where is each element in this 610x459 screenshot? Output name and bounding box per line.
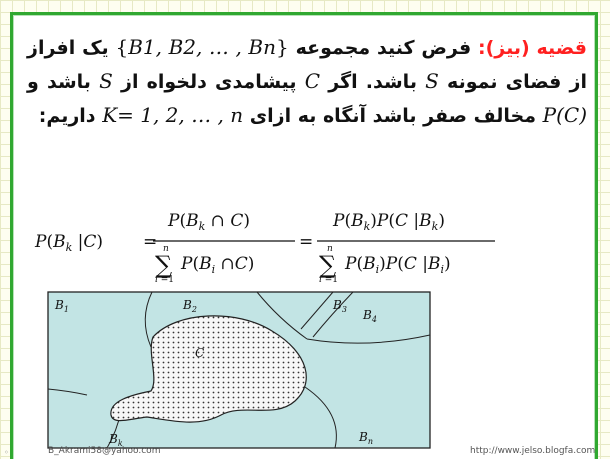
partition-items: B1, B2, … , Bn <box>128 35 276 59</box>
boundary-left <box>47 388 88 396</box>
index-range: K= 1, 2, … , n <box>102 103 244 127</box>
sum-symbol-1: ∑ <box>155 251 172 279</box>
theorem-line3-start: و <box>27 71 39 93</box>
formula-lhs: P(Bk |C) <box>34 232 103 254</box>
theorem-line2-text: افراز از فضای نمونه <box>27 37 588 93</box>
theorem-line1-end: یک <box>82 37 109 59</box>
sample-space-symbol: S <box>425 69 439 93</box>
sum-upper-1: n <box>163 244 169 254</box>
set-items-label: B1, B2, … , Bn <box>128 35 276 59</box>
boundary-b4-right <box>306 334 431 344</box>
theorem-line4: داریم: <box>38 105 96 127</box>
denominator-1: P(Bi ∩C) <box>180 254 254 276</box>
theorem-title: قضیه (بیز): <box>478 37 587 59</box>
boundary-b2-b3 <box>256 291 308 340</box>
sample-space-symbol-2: S <box>99 69 113 93</box>
set-open-brace: { <box>115 35 129 59</box>
slide-inner-border <box>13 15 595 459</box>
event-c-region <box>110 315 307 423</box>
numerator-2: P(Bk)P(C |Bk) <box>332 211 445 233</box>
theorem-line2-end: پیشامدی دلخواه از <box>121 71 297 93</box>
boundary-b3-b4 <box>312 291 354 338</box>
sum-upper-2: n <box>327 244 333 254</box>
footer-email: B_Akrami58@yahoo.com <box>48 446 161 456</box>
theorem-text: قضیه (بیز): فرض کنید مجموعه {B1, B2, … ,… <box>27 31 587 133</box>
set-close-brace: } <box>276 35 289 59</box>
prob-c-symbol: P(C) <box>542 103 587 127</box>
event-symbol: C <box>304 69 321 93</box>
boundary-b3 <box>300 291 334 330</box>
theorem-line1-text: فرض کنید مجموعه <box>295 37 472 59</box>
theorem-line2-mid: باشد. اگر <box>328 71 417 93</box>
equals-sign-1: = <box>143 232 157 252</box>
partition-diagram: B1 B2 B3 B4 C Bk Bn <box>47 291 431 449</box>
corner-mark: ◦ <box>4 448 9 457</box>
sum-symbol-2: ∑ <box>319 251 336 279</box>
sum-lower-1: i =1 <box>155 275 174 283</box>
slide: قضیه (بیز): فرض کنید مجموعه {B1, B2, … ,… <box>10 12 598 459</box>
label-c: C <box>195 346 204 360</box>
equals-sign-2: = <box>299 232 313 252</box>
theorem-line3-mid: مخالف صفر باشد آنگاه به ازای <box>249 105 536 127</box>
boundary-b1-b2 <box>144 291 153 348</box>
theorem-line2-tail: باشد <box>47 71 91 93</box>
boundary-bn <box>304 386 337 449</box>
bayes-formula: P(Bk |C) = P(Bk ∩ C) ∑ n i =1 P(Bi ∩C) =… <box>34 211 495 283</box>
footer-url: http://www.jelso.blogfa.com <box>470 446 596 456</box>
numerator-1: P(Bk ∩ C) <box>167 211 250 233</box>
partition-set: {B1, B2, … , Bn} <box>115 35 288 59</box>
denominator-2: P(Bi)P(C |Bi) <box>344 254 451 276</box>
sum-lower-2: i =1 <box>319 275 338 283</box>
